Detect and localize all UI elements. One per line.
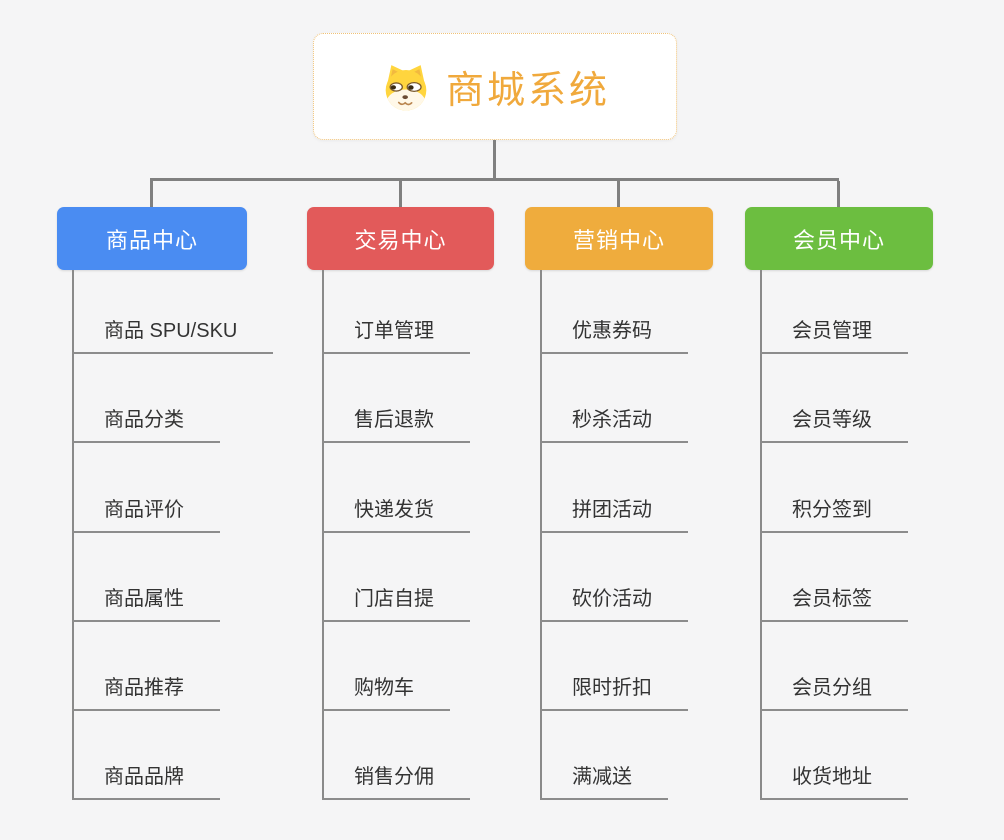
- branch-items-trade: 订单管理 售后退款 快递发货 门店自提 购物车 销售分佣: [322, 265, 470, 801]
- topic-item[interactable]: 拼团活动: [540, 498, 688, 533]
- topic-item[interactable]: 门店自提: [322, 587, 470, 622]
- branch-label: 商品中心: [105, 227, 198, 253]
- topic-item[interactable]: 会员分组: [760, 676, 908, 711]
- branch-label: 交易中心: [354, 227, 447, 253]
- topic-item[interactable]: 限时折扣: [540, 676, 688, 711]
- topic-item[interactable]: 购物车: [322, 676, 450, 711]
- topic-item[interactable]: 会员管理: [760, 319, 908, 355]
- topic-item[interactable]: 砍价活动: [540, 587, 688, 622]
- connector-root-stub: [493, 140, 496, 178]
- connector-drop-member: [837, 181, 840, 207]
- connector-horizontal-bus: [150, 178, 839, 181]
- branch-spine-marketing: [540, 270, 542, 800]
- topic-item[interactable]: 商品分类: [72, 408, 220, 444]
- topic-item[interactable]: 会员标签: [760, 587, 908, 622]
- topic-item[interactable]: 订单管理: [322, 319, 470, 355]
- branch-node-trade-center[interactable]: 交易中心: [307, 207, 494, 270]
- connector-drop-marketing: [617, 181, 620, 207]
- branch-node-marketing-center[interactable]: 营销中心: [525, 207, 713, 270]
- branch-items-marketing: 优惠券码 秒杀活动 拼团活动 砍价活动 限时折扣 满减送: [540, 265, 688, 801]
- connector-drop-product: [150, 181, 153, 207]
- branch-node-member-center[interactable]: 会员中心: [745, 207, 933, 270]
- branch-spine-trade: [322, 270, 324, 800]
- root-node-mall-system[interactable]: 商城系统: [313, 33, 677, 140]
- topic-item[interactable]: 商品属性: [72, 587, 220, 622]
- topic-item[interactable]: 快递发货: [322, 498, 470, 533]
- topic-item[interactable]: 会员等级: [760, 408, 908, 444]
- topic-item[interactable]: 销售分佣: [322, 765, 470, 801]
- topic-item[interactable]: 售后退款: [322, 408, 470, 444]
- connector-drop-trade: [399, 181, 402, 207]
- branch-node-product-center[interactable]: 商品中心: [57, 207, 247, 270]
- branch-spine-member: [760, 270, 762, 800]
- topic-item[interactable]: 优惠券码: [540, 319, 688, 355]
- root-title: 商城系统: [445, 70, 610, 112]
- topic-item[interactable]: 秒杀活动: [540, 408, 688, 444]
- topic-item[interactable]: 收货地址: [760, 765, 908, 801]
- topic-item[interactable]: 商品推荐: [72, 676, 220, 711]
- doge-dog-face-icon: [385, 64, 427, 111]
- topic-item[interactable]: 商品 SPU/SKU: [72, 319, 274, 355]
- branch-label: 会员中心: [792, 227, 885, 253]
- topic-item[interactable]: 商品品牌: [72, 765, 220, 801]
- branch-spine-product: [72, 270, 74, 800]
- topic-item[interactable]: 商品评价: [72, 498, 220, 533]
- branch-items-product: 商品 SPU/SKU 商品分类 商品评价 商品属性 商品推荐 商品品牌: [72, 265, 274, 801]
- branch-label: 营销中心: [572, 227, 665, 253]
- topic-item[interactable]: 积分签到: [760, 498, 908, 533]
- topic-item[interactable]: 满减送: [540, 765, 668, 801]
- branch-items-member: 会员管理 会员等级 积分签到 会员标签 会员分组 收货地址: [760, 265, 908, 801]
